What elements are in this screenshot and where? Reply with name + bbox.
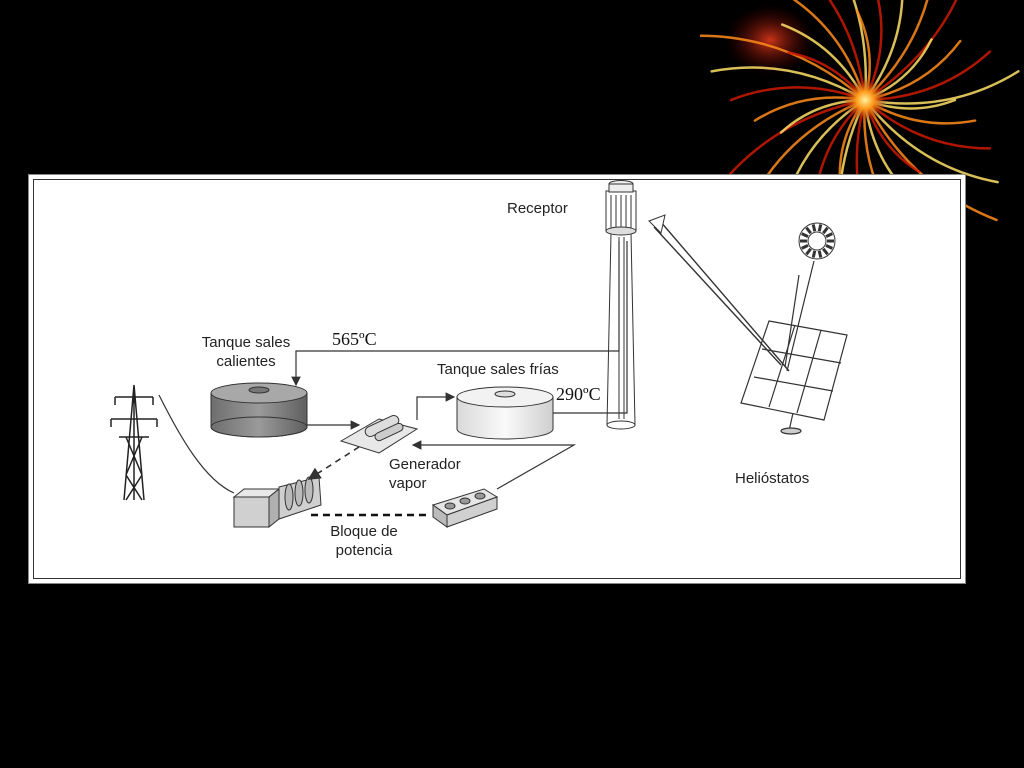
heliostats-label: Helióstatos (735, 470, 810, 487)
sun-ray (801, 232, 809, 239)
cold-temperature: 290ºC (556, 384, 601, 404)
sun-ray (805, 226, 812, 235)
power-block (232, 476, 322, 529)
hot-salt-tank (210, 382, 308, 438)
sun-ray (822, 226, 829, 235)
power-block-label: Bloque de potencia (330, 523, 398, 559)
firework-ray (700, 34, 867, 102)
transmission-tower-icon (110, 384, 158, 501)
sun-ray (822, 247, 829, 256)
receptor-label: Receptor (507, 200, 568, 217)
sun-ray (805, 247, 812, 256)
steam-generator (339, 415, 419, 454)
sun-ray (817, 250, 823, 258)
condenser-unit (431, 488, 499, 528)
hot-tank-label: Tanque sales calientes (201, 334, 291, 370)
sun-ray (825, 243, 833, 250)
firework-ray (863, 0, 958, 102)
cold-tank-label: Tanque sales frías (437, 361, 559, 378)
firework-ray (863, 98, 998, 222)
cold-salt-tank (456, 386, 554, 440)
hot-temperature: 565ºC (332, 329, 377, 349)
sun-ray (811, 224, 817, 232)
sun-ray (801, 243, 809, 250)
sun-icon (798, 222, 836, 260)
firework-ray (710, 66, 867, 102)
sun-ray (811, 250, 817, 258)
receptor-tower (605, 180, 637, 430)
sun-ray (825, 232, 833, 239)
steam-generator-label: Generador vapor (389, 456, 461, 492)
firework-ray (852, 0, 867, 102)
sun-ray (817, 224, 823, 232)
diagram-panel: Receptor Tanque sales calientes Tanque s… (28, 174, 966, 584)
solar-plant-diagram (110, 180, 848, 529)
